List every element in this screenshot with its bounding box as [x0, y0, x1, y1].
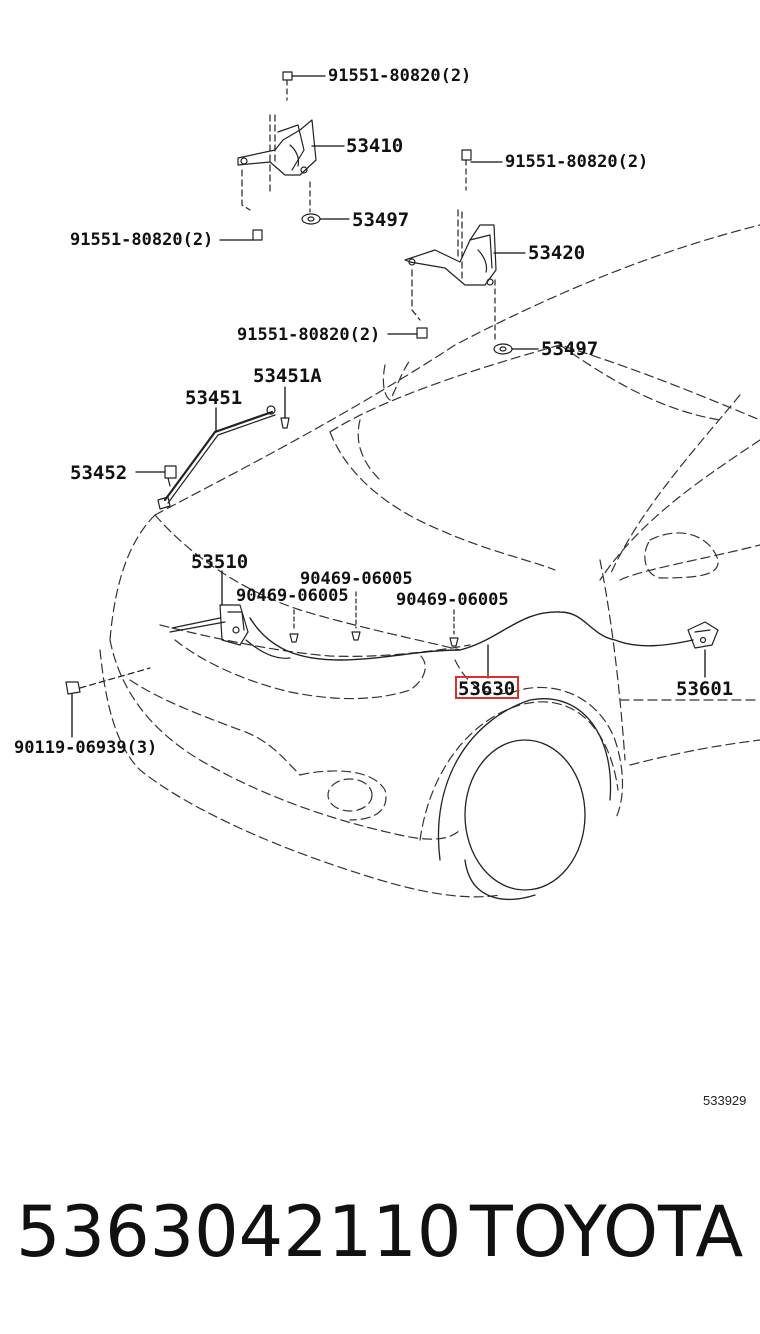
- callout-53497-rh: 53497: [541, 338, 598, 360]
- leader-lines: [71, 75, 706, 738]
- callout-53451a: 53451A: [253, 365, 322, 387]
- callout-53420: 53420: [528, 242, 585, 264]
- callout-91551-top-lh: 91551-80820(2): [328, 66, 471, 86]
- callout-53497-lh: 53497: [352, 209, 409, 231]
- callout-53510: 53510: [191, 551, 248, 573]
- callout-53452: 53452: [70, 462, 127, 484]
- front-tire: [437, 698, 612, 901]
- hood-hinge-rh: [404, 149, 513, 355]
- hood-release-lever: [687, 621, 719, 649]
- callout-91551-left-rh: 91551-80820(2): [237, 325, 380, 345]
- callout-90469-b: 90469-06005: [236, 586, 349, 606]
- bolt-90119: [65, 667, 151, 695]
- brand-name: TOYOTA: [470, 1191, 744, 1273]
- hood-lock: [169, 604, 694, 661]
- callout-53410: 53410: [346, 135, 403, 157]
- figure-id: 533929: [703, 1093, 746, 1108]
- callout-91551-top-rh: 91551-80820(2): [505, 152, 648, 172]
- hood-hinge-lh: [237, 71, 321, 241]
- callout-53601: 53601: [676, 678, 733, 700]
- callout-53451: 53451: [185, 387, 242, 409]
- hood-support-rod: [157, 405, 290, 510]
- cable-clips: [289, 591, 459, 647]
- callout-90119: 90119-06939(3): [14, 738, 157, 758]
- vehicle-body-outline: [99, 224, 760, 898]
- highlight-box: [455, 676, 519, 699]
- callout-90469-a: 90469-06005: [300, 569, 413, 589]
- callout-91551-left-lh: 91551-80820(2): [70, 230, 213, 250]
- part-number: 5363042110: [16, 1191, 462, 1273]
- callout-90469-c: 90469-06005: [396, 590, 509, 610]
- callout-53630: 53630: [458, 678, 515, 700]
- callout-labels: 91551-80820(2) 53410 91551-80820(2) 5349…: [14, 66, 733, 758]
